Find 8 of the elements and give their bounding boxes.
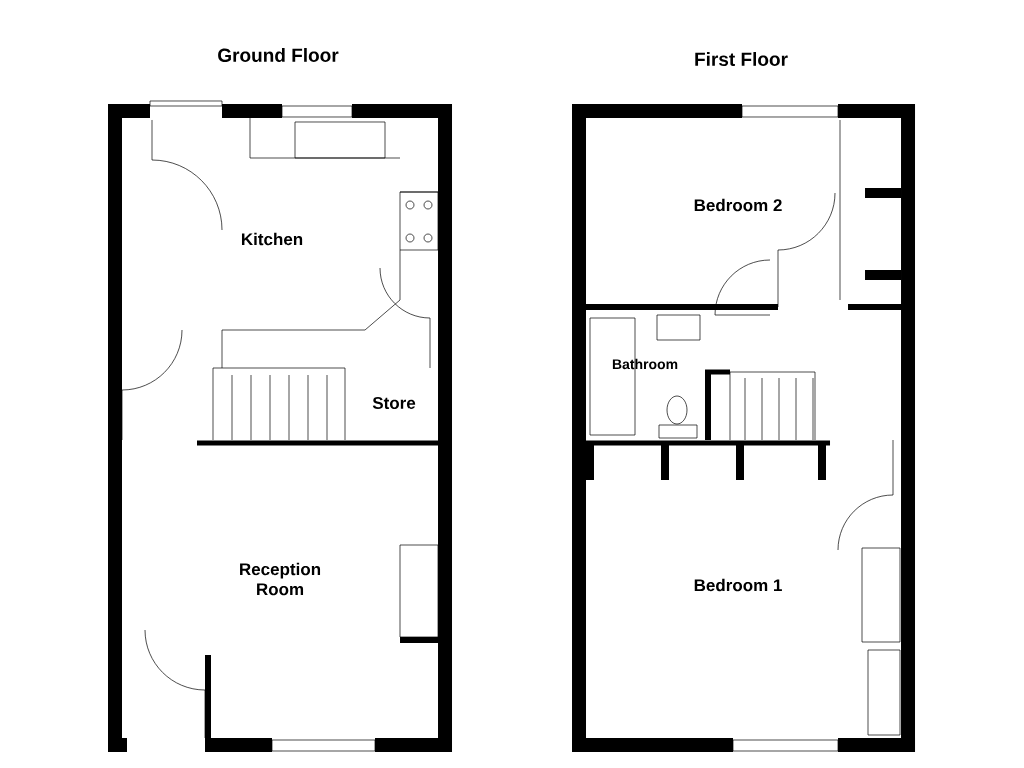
room-label: Bedroom 1	[694, 578, 782, 592]
room-label: Bathroom	[612, 358, 678, 370]
room-label: Kitchen	[242, 232, 303, 246]
room-label: Store	[372, 397, 416, 410]
room-label: Bedroom 2	[694, 198, 782, 212]
room-label: Reception Room	[240, 562, 321, 596]
floor-title: Ground Floor	[218, 48, 339, 62]
floor-title: First Floor	[695, 52, 788, 66]
